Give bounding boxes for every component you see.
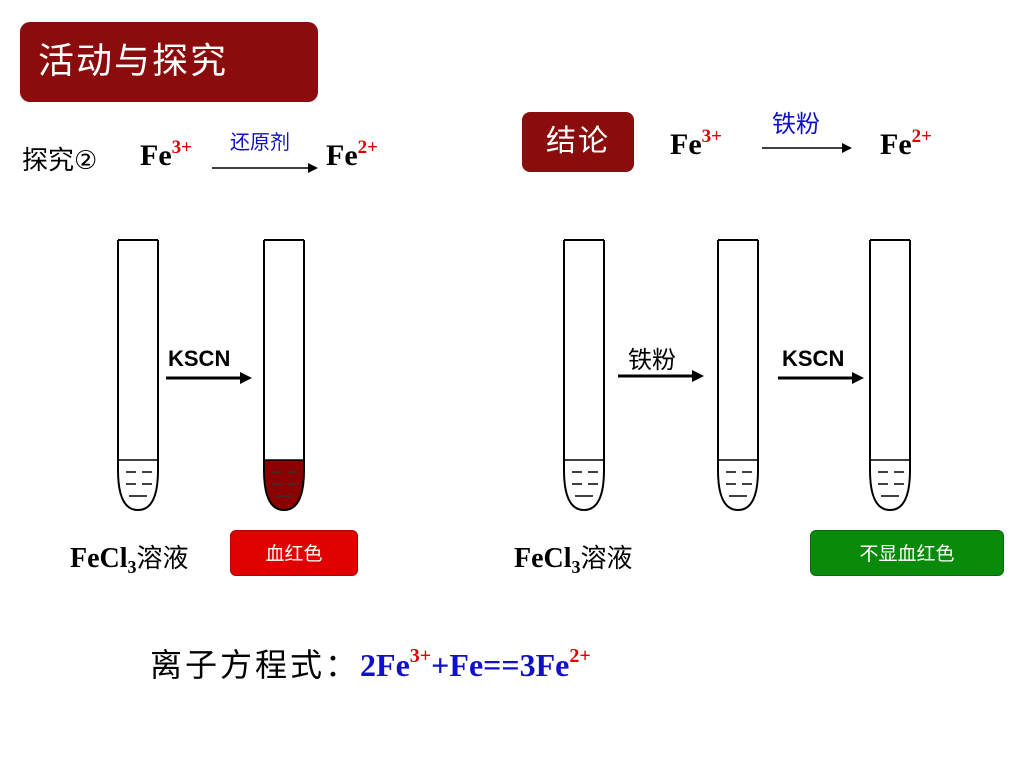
left-product: Fe2+ [326, 137, 378, 172]
equation-label: 离子方程式： [150, 646, 361, 684]
test-tube-3 [563, 239, 605, 512]
left-reaction-arrow [212, 163, 318, 173]
left-heading: 探究② [22, 140, 97, 177]
equation-formula: 2Fe3++Fe==3Fe2+ [360, 645, 591, 683]
result-badge-no-red: 不显血红色 [810, 530, 1004, 576]
conclusion-label: 结论 [546, 124, 610, 159]
left-reagent-label: 还原剂 [230, 130, 290, 154]
test-tube-4 [717, 239, 759, 512]
right-solution-label: FeCl3溶液 [514, 543, 633, 577]
left-step-arrow [166, 372, 252, 384]
page-title: 活动与探究 [38, 41, 229, 82]
title-banner: 活动与探究 [20, 22, 318, 102]
conclusion-reaction-arrow [762, 143, 852, 153]
conclusion-reactant: Fe3+ [670, 126, 722, 161]
right-iron-powder-label: 铁粉 [628, 346, 676, 374]
test-tube-1 [117, 239, 159, 512]
right-step1-arrow [618, 370, 704, 382]
test-tube-2-red [263, 239, 305, 512]
right-step2-arrow [778, 372, 864, 384]
conclusion-product: Fe2+ [880, 126, 932, 161]
conclusion-badge: 结论 [522, 112, 634, 172]
left-reactant: Fe3+ [140, 137, 192, 172]
ionic-equation: 离子方程式：2Fe3++Fe==3Fe2+ [150, 640, 591, 686]
experiment-label: 探究② [22, 146, 98, 176]
conclusion-reagent-label: 铁粉 [772, 110, 820, 138]
right-kscn-label: KSCN [782, 346, 845, 371]
test-tube-5 [869, 239, 911, 512]
result-badge-blood-red: 血红色 [230, 530, 358, 576]
left-solution-label: FeCl3溶液 [70, 543, 189, 577]
left-kscn-label: KSCN [168, 346, 231, 371]
